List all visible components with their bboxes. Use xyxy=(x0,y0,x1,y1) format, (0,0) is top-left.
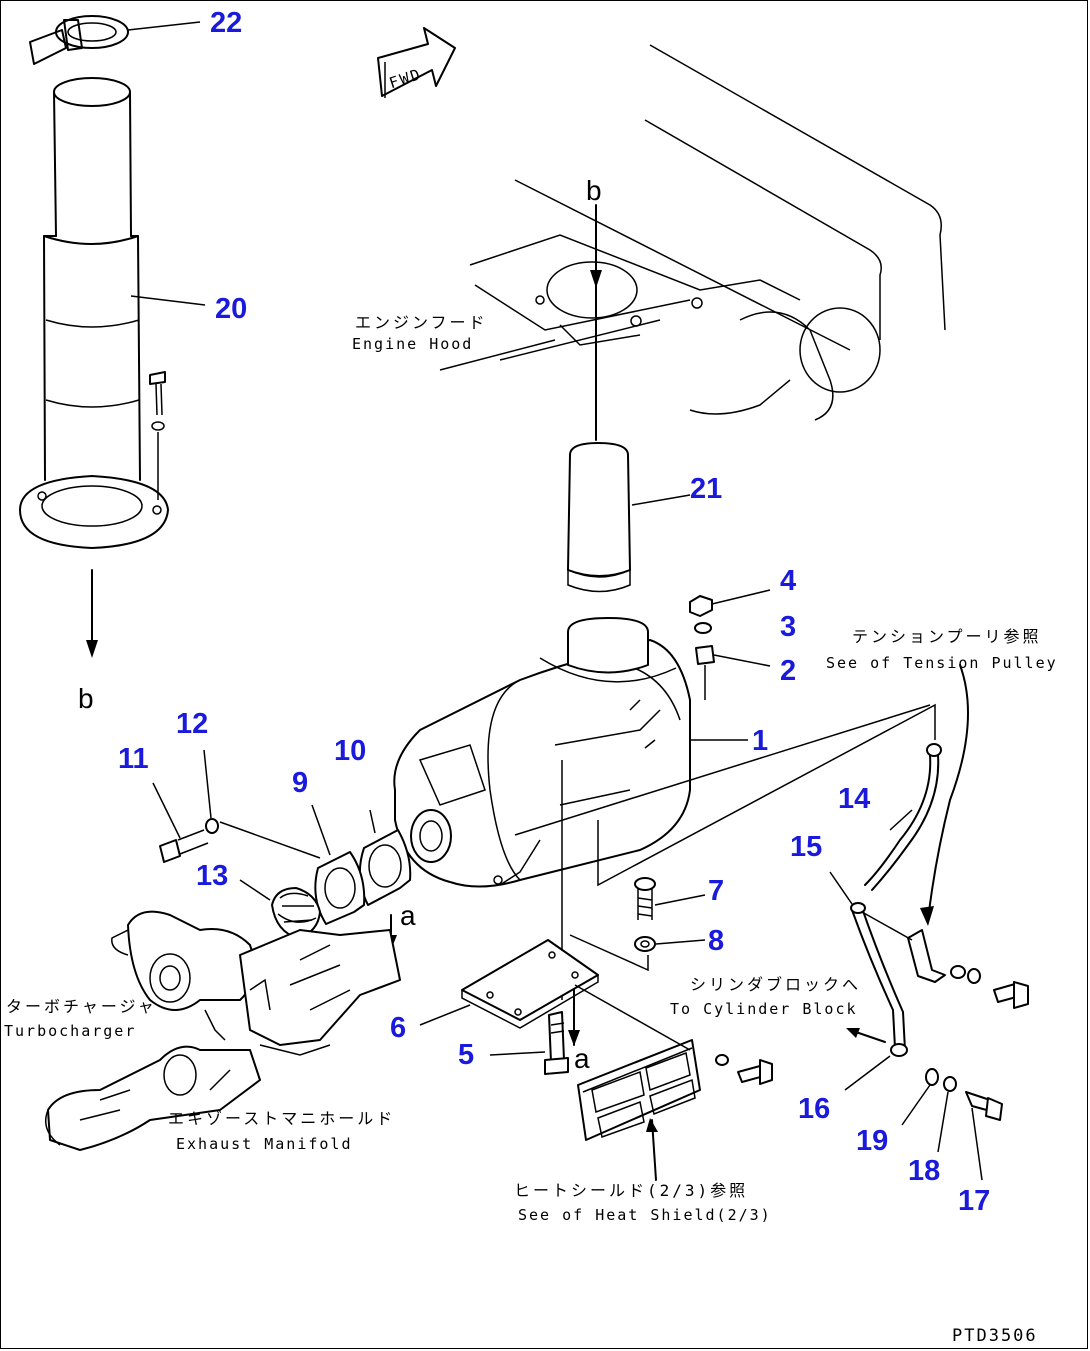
callout-3: 3 xyxy=(780,611,796,643)
clamp-ring-13-drawing xyxy=(239,879,321,939)
callout-11: 11 xyxy=(118,743,149,775)
callout-7: 7 xyxy=(708,875,724,907)
fwd-arrow-icon: FWD xyxy=(377,27,456,98)
bolt-11-drawing xyxy=(152,782,209,863)
turbocharger-label-en: Turbocharger xyxy=(4,1022,136,1040)
callout-5: 5 xyxy=(458,1039,474,1071)
callout-9: 9 xyxy=(292,767,308,799)
exhaust-manifold-label-jp: エキゾーストマニホールド xyxy=(168,1109,395,1128)
callout-6: 6 xyxy=(390,1012,406,1044)
bolt-7-drawing xyxy=(634,877,706,920)
bolt-17-drawing xyxy=(965,1091,1003,1181)
washer-19-drawing xyxy=(901,1068,939,1126)
heat-shield-label-jp: ヒートシールド(2/3)参照 xyxy=(514,1181,748,1200)
washer-3-drawing xyxy=(694,622,712,634)
callout-21: 21 xyxy=(690,473,722,505)
callout-22: 22 xyxy=(210,7,242,39)
callout-8: 8 xyxy=(708,925,724,957)
callout-19: 19 xyxy=(856,1125,888,1157)
engine-hood-drawing xyxy=(439,44,946,421)
cylinder-block-label-jp: シリンダブロックへ xyxy=(690,975,861,994)
ref-letter-a-upper: a xyxy=(400,900,416,931)
callout-16: 16 xyxy=(798,1093,830,1125)
tailpipe-20-drawing xyxy=(19,77,206,549)
callout-12: 12 xyxy=(176,708,208,740)
callout-14: 14 xyxy=(838,783,870,815)
exhaust-manifold-label-en: Exhaust Manifold xyxy=(176,1135,353,1153)
callout-18: 18 xyxy=(908,1155,940,1187)
pipe-21-drawing xyxy=(567,442,691,593)
callout-20: 20 xyxy=(215,293,247,325)
cylinder-block-label-en: To Cylinder Block xyxy=(670,1000,858,1018)
ref-arrow-b-top xyxy=(590,204,602,441)
spacer-2-drawing xyxy=(695,645,771,667)
callout-15: 15 xyxy=(790,831,822,863)
cylinder-block-arrow xyxy=(846,1028,886,1043)
callout-17: 17 xyxy=(958,1185,990,1217)
turbocharger-label-jp: ターボチャージャ xyxy=(6,997,157,1016)
bolt-heat-shield-drawing xyxy=(715,1054,773,1085)
callout-10: 10 xyxy=(334,735,366,767)
gasket-10-drawing xyxy=(358,809,412,906)
flange-9-drawing xyxy=(311,804,366,925)
fwd-label: FWD xyxy=(387,65,424,92)
washer-18-drawing xyxy=(937,1076,957,1153)
ref-arrow-a-lower xyxy=(568,989,580,1046)
bracket-6-drawing xyxy=(419,939,599,1029)
bolt-5-drawing xyxy=(489,1011,569,1075)
tension-pulley-label-en: See of Tension Pulley xyxy=(826,654,1058,672)
muffler-1-drawing xyxy=(393,617,748,888)
ref-letter-b-top: b xyxy=(586,175,602,206)
washer-12-drawing xyxy=(203,749,219,834)
washer-8-drawing xyxy=(634,936,706,952)
rod-14-drawing xyxy=(864,743,942,891)
clamp-22-drawing xyxy=(29,15,201,65)
ref-letter-b-left: b xyxy=(78,683,94,714)
bracket-bolt-drawing xyxy=(950,965,1029,1009)
engine-hood-label-en: Engine Hood xyxy=(352,335,473,353)
engine-hood-label-jp: エンジンフード xyxy=(355,313,488,332)
nut-4-drawing xyxy=(689,589,771,617)
heat-shield-drawing xyxy=(574,984,701,1181)
heat-shield-label-en: See of Heat Shield(2/3) xyxy=(518,1206,772,1224)
bracket-tension-drawing xyxy=(861,664,969,983)
ref-letter-a-lower: a xyxy=(574,1043,590,1074)
tension-pulley-label-jp: テンションプーリ参照 xyxy=(852,627,1042,646)
rod-lower-drawing xyxy=(829,871,908,1091)
ref-arrow-b-left xyxy=(86,569,98,658)
callout-1: 1 xyxy=(752,725,768,757)
callout-13: 13 xyxy=(196,860,228,892)
drawing-code: PTD3506 xyxy=(952,1326,1038,1346)
callout-2: 2 xyxy=(780,655,796,687)
callout-4: 4 xyxy=(780,565,796,597)
turbo-manifold-drawing xyxy=(45,910,401,1151)
